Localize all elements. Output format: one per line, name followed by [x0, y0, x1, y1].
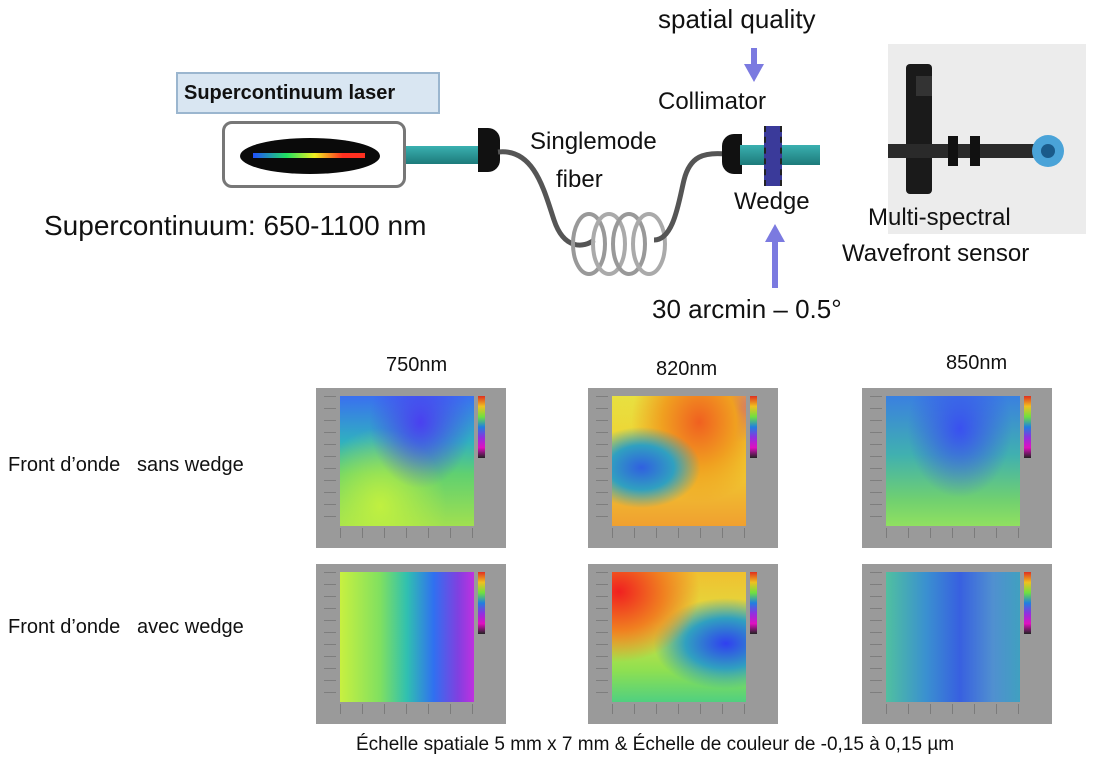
wedge-angle-label: 30 arcmin – 0.5° — [652, 294, 842, 324]
singlemode-fiber-cable — [497, 149, 727, 276]
singlemode-fiber-label-1: Singlemode — [530, 128, 657, 155]
sensor-label-1: Multi-spectral — [868, 204, 1011, 231]
sensor-label-2: Wavefront sensor — [842, 240, 1030, 267]
wavelength-header-850: 850nm — [946, 352, 1008, 374]
laser-output-tube — [406, 146, 482, 164]
wavefront-map-820-sans-wedge — [588, 388, 778, 548]
wavefront-map-850-sans-wedge — [862, 388, 1052, 548]
wedge-angle-arrow — [765, 224, 785, 288]
wavefront-map-850-avec-wedge — [862, 564, 1052, 724]
fiber-connector-right — [722, 134, 742, 174]
spatial-quality-label: spatial quality — [658, 4, 816, 34]
wavefront-map-750-sans-wedge — [316, 388, 506, 548]
wavefront-sensor-image — [888, 44, 1086, 234]
wedge-element — [764, 126, 782, 186]
wavefront-map-820-avec-wedge — [588, 564, 778, 724]
singlemode-fiber-label-2: fiber — [556, 166, 603, 193]
row-label-avec-wedge: Front d’onde avec wedge — [8, 616, 244, 638]
wedge-label: Wedge — [734, 188, 810, 215]
wavelength-header-750: 750nm — [386, 354, 448, 376]
scale-caption: Échelle spatiale 5 mm x 7 mm & Échelle d… — [356, 734, 955, 755]
wavefront-map-750-avec-wedge — [316, 564, 506, 724]
spatial-quality-arrow — [744, 48, 764, 82]
fiber-connector-left — [478, 128, 500, 172]
wavelength-header-820: 820nm — [656, 358, 718, 380]
collimator-label: Collimator — [658, 88, 767, 115]
spectrum-beam-icon — [240, 138, 380, 174]
wavefront-sensor-icon — [888, 64, 1064, 194]
supercontinuum-laser-label: Supercontinuum laser — [176, 72, 440, 114]
supercontinuum-range-label: Supercontinuum: 650-1100 nm — [44, 210, 427, 241]
laser-box — [222, 121, 406, 188]
row-label-sans-wedge: Front d’onde sans wedge — [8, 454, 244, 476]
